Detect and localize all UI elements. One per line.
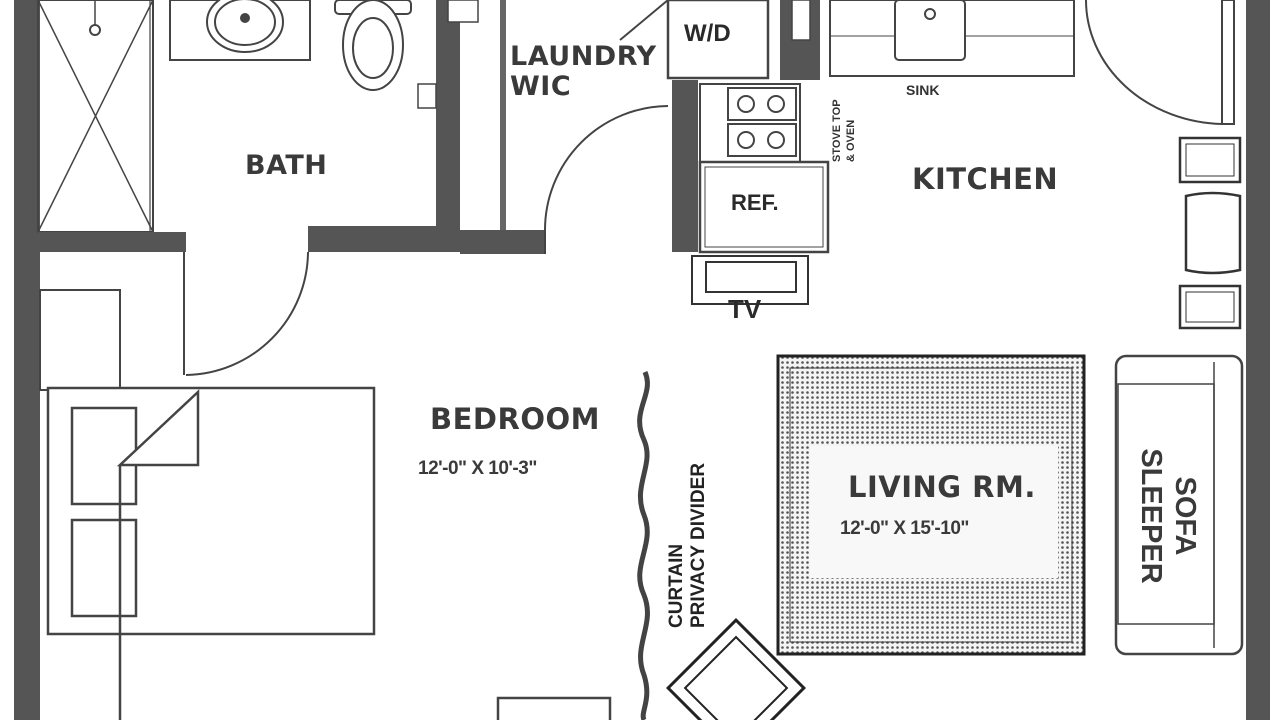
bath-cabinet xyxy=(447,0,479,23)
kitchen-label: KITCHEN xyxy=(912,162,1059,196)
bath-sink xyxy=(169,0,311,61)
laundry-wall-bottom xyxy=(460,230,545,254)
stove xyxy=(699,83,801,163)
living-room-label: LIVING RM. xyxy=(848,470,1036,504)
bedroom-label: BEDROOM xyxy=(430,402,600,436)
laundry-label-line1: LAUNDRY xyxy=(510,41,657,72)
stove-label-line1: STOVE TOP xyxy=(831,99,843,162)
refrigerator-label: REF. xyxy=(731,190,779,215)
laundry-door xyxy=(544,105,669,254)
area-rug xyxy=(776,354,1086,656)
kitchen-wall xyxy=(672,80,698,252)
shower-stall xyxy=(37,0,154,233)
curtain-label-line1: CURTAIN xyxy=(666,543,687,628)
laundry-label-line2: WIC xyxy=(510,71,572,102)
sofa-sleeper xyxy=(1114,354,1244,656)
curtain-divider xyxy=(637,371,650,720)
sink-label: SINK xyxy=(906,82,940,98)
tv-label: TV xyxy=(728,294,762,324)
curtain-label: CURTAIN PRIVACY DIVIDER xyxy=(666,463,710,628)
towel-bar xyxy=(417,83,437,109)
sofa-label-line2: SLEEPER xyxy=(1135,448,1167,584)
closet xyxy=(39,289,121,391)
sofa-label: SOFA SLEEPER xyxy=(1134,436,1202,596)
stove-label-line2: & OVEN xyxy=(845,119,857,162)
dining-set xyxy=(1178,136,1242,330)
laundry-label: LAUNDRY WIC xyxy=(510,42,657,102)
bed xyxy=(46,386,376,720)
kitchen-counter xyxy=(829,0,1075,77)
bath-wall-bottom-left xyxy=(38,232,186,252)
armchair xyxy=(665,617,807,720)
toilet xyxy=(334,0,412,91)
refrigerator xyxy=(698,160,830,254)
bath-wall-bottom-right xyxy=(308,226,450,252)
bath-label: BATH xyxy=(245,150,328,181)
laundry-partition xyxy=(500,0,506,230)
sofa-label-line1: SOFA xyxy=(1169,476,1201,556)
curtain-label-line2: PRIVACY DIVIDER xyxy=(688,462,709,628)
bath-wall-right xyxy=(436,0,460,252)
washer-dryer xyxy=(666,0,770,80)
washer-dryer-label: W/D xyxy=(684,20,731,47)
nightstand xyxy=(496,696,612,720)
exterior-wall-left xyxy=(14,0,40,720)
exterior-wall-right xyxy=(1246,0,1270,720)
entry-door xyxy=(1085,0,1235,125)
bedroom-dimensions: 12'-0" X 10'-3" xyxy=(418,458,537,479)
bath-door xyxy=(183,251,309,376)
living-room-dimensions: 12'-0" X 15'-10" xyxy=(840,518,969,539)
stove-label: STOVE TOP & OVEN xyxy=(830,99,858,162)
tv-stand xyxy=(691,255,809,305)
